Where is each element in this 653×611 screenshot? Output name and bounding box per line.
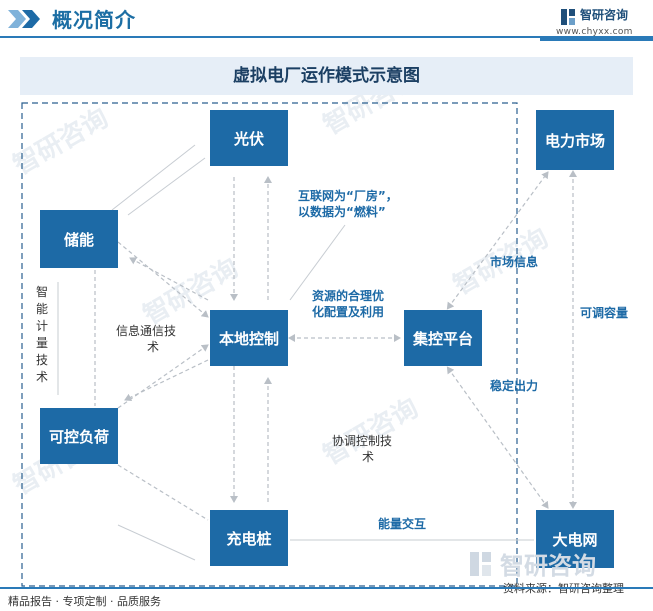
node-storage: 储能 — [40, 210, 118, 268]
diagram-title: 虚拟电厂运作模式示意图 — [233, 66, 420, 86]
node-local-control: 本地控制 — [210, 310, 288, 366]
footer-tagline: 精品报告 · 专项定制 · 品质服务 — [8, 595, 161, 608]
footer-watermark-text: 智研咨询 — [500, 552, 596, 579]
adjustable-capacity-label: 可调容量 — [580, 306, 629, 320]
node-pv: 光伏 — [210, 110, 288, 166]
stable-output-label: 稳定出力 — [490, 379, 539, 393]
brand-url[interactable]: www.chyxx.com — [556, 27, 633, 37]
comm-label-line1: 信息通信技 — [116, 324, 177, 338]
node-grid: 大电网 — [536, 510, 614, 568]
section-title: 概况简介 — [52, 8, 136, 32]
brand-name: 智研咨询 — [580, 8, 629, 22]
internet-label-line2: 以数据为“燃料” — [298, 205, 386, 219]
resource-label-line1: 资源的合理优 — [312, 289, 385, 303]
market-info-label: 市场信息 — [490, 255, 539, 269]
footer-watermark-logo: 智研咨询 — [470, 552, 596, 579]
coord-label-line2: 术 — [362, 450, 375, 464]
node-controllable-load: 可控负荷 — [40, 408, 118, 464]
dashed-frame — [21, 102, 518, 587]
node-charging-pile: 充电桩 — [210, 510, 288, 566]
resource-label-line2: 化配置及利用 — [312, 305, 385, 319]
node-central-platform: 集控平台 — [404, 310, 482, 366]
energy-exchange-label: 能量交互 — [378, 517, 427, 531]
comm-label-line2: 术 — [147, 340, 160, 354]
header-divider — [0, 36, 653, 38]
brand-logo-icon — [561, 9, 575, 25]
footer-divider — [0, 587, 653, 589]
title-band — [20, 57, 633, 95]
header-divider-accent — [540, 38, 653, 41]
node-power-market: 电力市场 — [536, 110, 614, 170]
coord-label-line1: 协调控制技 — [332, 434, 393, 448]
internet-label-line1: 互联网为“厂房”， — [298, 189, 398, 203]
metering-label: 智能计量技术 — [36, 285, 49, 384]
double-chevron-icon — [8, 10, 40, 28]
